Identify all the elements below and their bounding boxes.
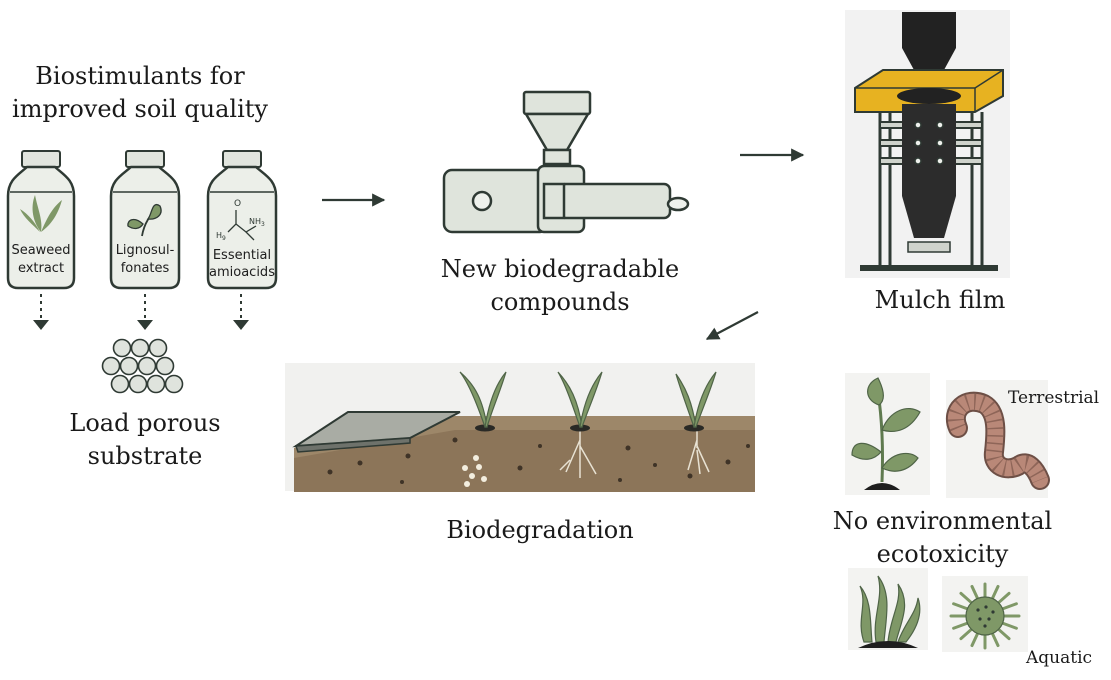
extruder-line-2: compounds [490, 288, 630, 316]
mulch-film-machine-icon [854, 12, 1004, 271]
jar-label-line2: amioacids [209, 265, 275, 280]
porous-substrate-icon [101, 338, 184, 394]
jar-label-line1: Essential [213, 248, 271, 263]
title-line-1: Biostimulants for [35, 62, 245, 90]
jar-seaweed: Seaweed extract [6, 150, 76, 290]
molecule-oxygen-label: O [234, 199, 241, 209]
biostimulants-title: Biostimulants for improved soil quality [0, 60, 280, 126]
extruder-line-1: New biodegradable [440, 255, 680, 283]
arrow-to-biodegradation [705, 311, 759, 340]
terrestrial-label: Terrestrial [1008, 388, 1100, 408]
earthworm-icon [946, 380, 1050, 498]
seedling-icons [459, 371, 717, 428]
molecule-hydrogen-label: H9 [216, 231, 226, 242]
jar-label-line2: fonates [121, 261, 170, 276]
no-ecotoxicity-label: No environmental ecotoxicity [820, 505, 1065, 571]
dotted-down-arrows [40, 294, 242, 320]
new-biodegradable-compounds-label: New biodegradable compounds [410, 253, 710, 319]
aquatic-plant-icon [848, 568, 928, 650]
title-line-2: improved soil quality [12, 95, 268, 123]
load-line-2: substrate [87, 442, 203, 470]
mulch-film-label: Mulch film [874, 286, 1006, 314]
load-line-1: Load porous [69, 409, 221, 437]
jar-label-line2: extract [18, 261, 64, 276]
jar-lignosulfonates: Lignosul- fonates [109, 150, 181, 290]
eco-line-1: No environmental [832, 507, 1053, 535]
leaf-icon [127, 203, 162, 237]
jar-label-line1: Seaweed [11, 243, 70, 258]
jar-amino-acids: O NH3 H9 Essential amioacids [206, 150, 278, 290]
molecule-amine-label: NH3 [249, 217, 265, 228]
biodegradation-label: Biodegradation [446, 516, 634, 544]
jar-label-line1: Lignosul- [116, 243, 175, 258]
plant-icon [845, 373, 930, 495]
seaweed-icon [20, 195, 62, 232]
aquatic-label: Aquatic [1026, 648, 1093, 668]
sea-urchin-icon [942, 576, 1028, 652]
down-arrow-heads [33, 320, 249, 330]
soil-cross-section [292, 371, 755, 492]
eco-line-2: ecotoxicity [876, 540, 1009, 568]
extruder-icon [442, 90, 690, 234]
molecule-icon: O NH3 H9 [216, 199, 265, 242]
load-porous-substrate-label: Load porous substrate [40, 407, 250, 473]
